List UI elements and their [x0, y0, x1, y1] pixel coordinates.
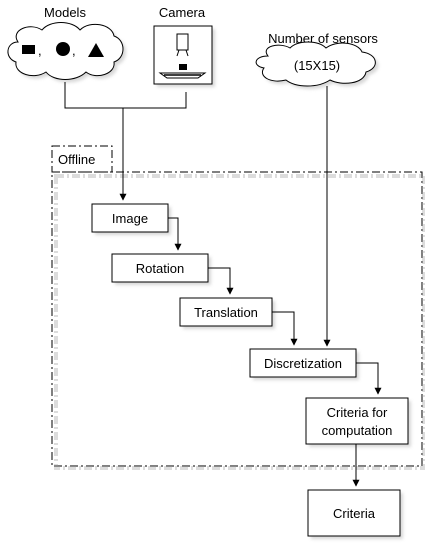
sensors-cloud: (15X15)	[255, 41, 379, 89]
sensors-title-label: Number of sensors	[268, 31, 378, 46]
criteria-for-label-line1: Criteria for	[327, 405, 388, 420]
step-discretization: Discretization	[249, 348, 359, 380]
models-label: Models	[44, 5, 86, 20]
edge-translation-to-discretization	[272, 311, 298, 346]
triangle-shape-icon	[88, 43, 104, 57]
step-criteria-label: Criteria	[333, 506, 376, 521]
step-discretization-label: Discretization	[264, 356, 342, 371]
input-merge-line	[64, 82, 187, 109]
camera-icon	[158, 33, 207, 79]
camera-label: Camera	[159, 5, 206, 20]
square-shape-icon	[22, 45, 35, 54]
models-cloud: , ,	[7, 22, 126, 83]
step-image: Image	[91, 203, 171, 235]
step-criteria: Criteria	[307, 489, 403, 539]
offline-label: Offline	[58, 152, 95, 167]
edge-image-to-rotation	[168, 217, 182, 251]
sensors-value-label: (15X15)	[294, 58, 340, 73]
models-separator-1: ,	[38, 43, 42, 58]
step-image-label: Image	[112, 211, 148, 226]
offline-region: Offline	[51, 145, 425, 470]
step-rotation: Rotation	[111, 253, 211, 285]
models-separator-2: ,	[72, 43, 76, 58]
step-rotation-label: Rotation	[136, 261, 184, 276]
camera-box	[153, 25, 215, 87]
edge-rotation-to-translation	[208, 267, 234, 295]
criteria-for-label-line2: computation	[322, 423, 393, 438]
step-translation: Translation	[179, 297, 275, 329]
step-translation-label: Translation	[194, 305, 258, 320]
circle-shape-icon	[56, 42, 70, 56]
edge-discretization-to-criteria-for	[356, 362, 382, 395]
step-criteria-for-computation: Criteria for computation	[305, 397, 411, 447]
